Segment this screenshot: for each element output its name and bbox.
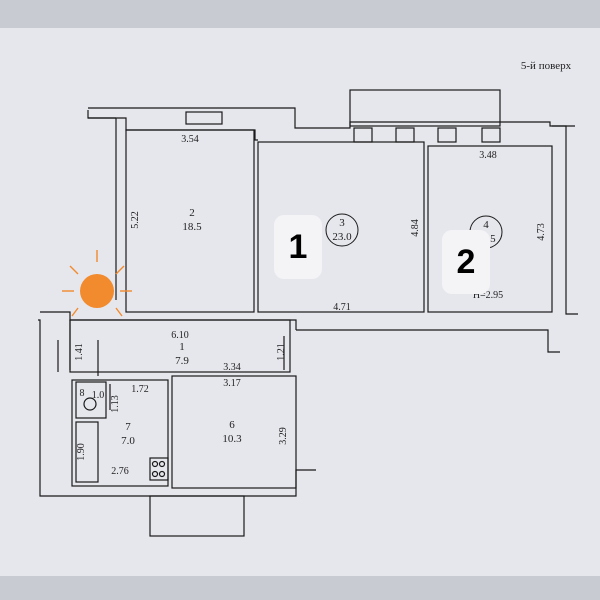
room-8-area: 1.0 [92, 390, 105, 401]
room-2-area: 18.5 [182, 221, 202, 233]
room-6-number: 6 [229, 419, 235, 431]
ceiling-height: H=2.95 [473, 290, 503, 301]
dim-1-90: 1.90 [76, 443, 87, 461]
dim-4-73: 4.73 [536, 223, 547, 241]
dim-6-10: 6.10 [171, 330, 189, 341]
room-3-area: 23.0 [332, 231, 352, 243]
dim-2-76: 2.76 [111, 466, 129, 477]
room-2-number: 2 [189, 207, 195, 219]
marker-badge-2: 2 [442, 230, 490, 294]
dim-4-84: 4.84 [410, 219, 421, 237]
sun-rays [62, 250, 132, 317]
dim-3-17: 3.17 [223, 378, 241, 389]
dim-4-71: 4.71 [333, 302, 351, 313]
dim-3-54: 3.54 [181, 134, 199, 145]
room-8-number: 8 [80, 388, 85, 399]
room-3-number: 3 [339, 217, 345, 229]
sun-icon [80, 274, 114, 308]
marker-badge-1: 1 [274, 215, 322, 279]
walls [38, 89, 578, 537]
room-1-area: 7.9 [175, 355, 189, 367]
floor-label: 5-й поверх [520, 60, 572, 72]
room-4-number: 4 [483, 219, 489, 231]
dim-3-48: 3.48 [479, 150, 497, 161]
room-3-circle [325, 213, 359, 247]
dim-3-34: 3.34 [223, 362, 241, 373]
room-1-number: 1 [179, 341, 185, 353]
room-7-area: 7.0 [121, 435, 135, 447]
room-6-area: 10.3 [222, 433, 242, 445]
dim-1-72: 1.72 [131, 384, 149, 395]
dimension-labels: 3.54 5.22 4.84 4.71 3.48 4.73 6.10 1.41 … [74, 134, 547, 477]
dim-3-29: 3.29 [278, 427, 289, 445]
room-7-number: 7 [125, 421, 131, 433]
dim-1-13: 1.13 [110, 395, 121, 413]
dim-1-21: 1.21 [276, 343, 287, 361]
dim-1-41: 1.41 [74, 343, 85, 361]
dim-5-22: 5.22 [130, 211, 141, 229]
